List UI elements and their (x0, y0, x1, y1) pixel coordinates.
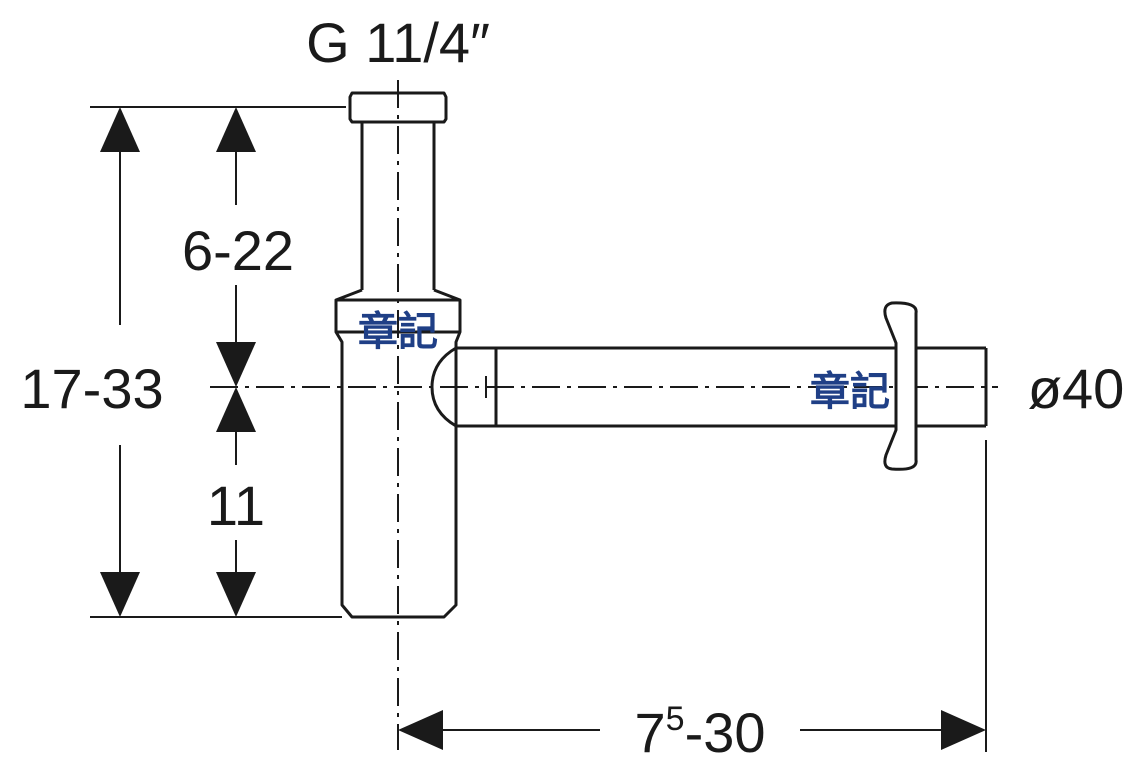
tailpiece-adjust-label: 6-22 (182, 219, 294, 282)
watermark-pipe: 章記 (810, 369, 890, 415)
watermarks: 章記 章記 (358, 309, 890, 415)
cap-nut (348, 91, 448, 124)
outlet-junction (430, 346, 457, 428)
arrow-wall-left (398, 710, 443, 750)
arrow-outlet-bottom (216, 572, 256, 617)
tailpiece-tube (360, 122, 436, 290)
wall-distance-range: -30 (685, 701, 766, 764)
thread-size-label: G 11/4″ (306, 11, 490, 74)
watermark-body: 章記 (358, 309, 438, 355)
arrow-total-top (100, 107, 140, 152)
wall-distance-base: 7 (634, 701, 665, 764)
outlet-diameter-label: ø40 (1028, 357, 1125, 420)
arrowheads (100, 107, 986, 750)
extension-lines (90, 106, 987, 752)
wall-rosette (883, 301, 918, 471)
total-height-label: 17-33 (20, 357, 163, 420)
dimension-labels: G 11/4″ 6-22 17-33 11 ø40 75-30 (20, 11, 1124, 764)
siphon-body (334, 91, 462, 619)
center-lines (210, 80, 998, 750)
body-shoulder (334, 288, 462, 302)
wall-distance-sup: 5 (666, 700, 685, 738)
arrow-total-bottom (100, 572, 140, 617)
outlet-pipe (456, 301, 988, 471)
bottle-body (334, 300, 462, 619)
arrow-tailpiece-bottom (216, 342, 256, 387)
arrow-wall-right (941, 710, 986, 750)
arrow-outlet-top (216, 387, 256, 432)
arrow-tailpiece-top (216, 107, 256, 152)
outlet-height-label: 11 (207, 474, 265, 537)
wall-distance-label: 75-30 (634, 700, 765, 764)
